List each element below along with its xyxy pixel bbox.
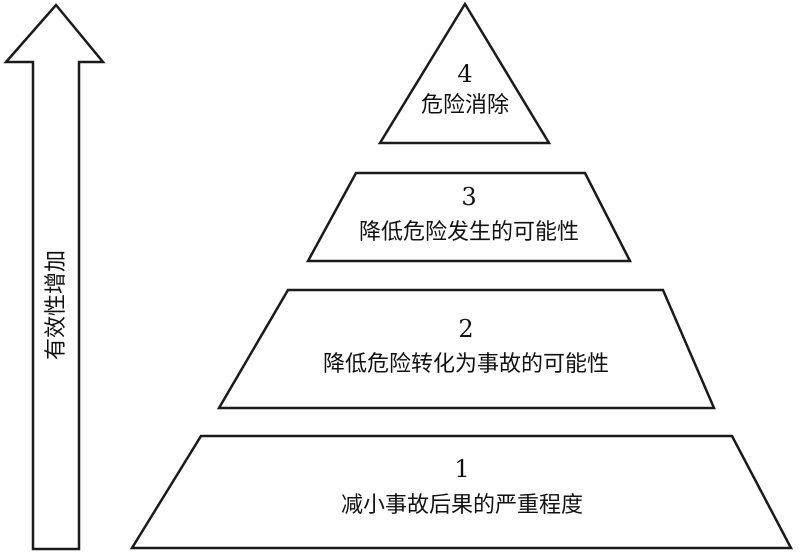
effectiveness-arrow: 有效性增加 bbox=[3, 3, 106, 551]
arrow-shape bbox=[3, 3, 106, 551]
tier-4-number: 4 bbox=[457, 60, 472, 88]
tier-2: 2 降低危险转化为事故的可能性 bbox=[216, 288, 716, 410]
tier-4-label: 危险消除 bbox=[421, 93, 509, 118]
tier-1-shape bbox=[129, 434, 794, 550]
arrow-label: 有效性增加 bbox=[44, 250, 69, 360]
tier-1-number: 1 bbox=[454, 455, 469, 483]
tier-1: 1 减小事故后果的严重程度 bbox=[129, 434, 794, 550]
tier-2-label: 降低危险转化为事故的可能性 bbox=[323, 352, 609, 377]
tier-3: 3 降低危险发生的可能性 bbox=[305, 171, 633, 263]
tier-4: 4 危险消除 bbox=[377, 1, 552, 145]
tier-2-number: 2 bbox=[458, 315, 473, 343]
tier-3-shape bbox=[305, 171, 633, 263]
tier-4-shape bbox=[377, 1, 552, 145]
tier-2-shape bbox=[216, 288, 716, 410]
tier-1-label: 减小事故后果的严重程度 bbox=[341, 493, 583, 518]
tier-3-label: 降低危险发生的可能性 bbox=[359, 220, 579, 245]
tier-3-number: 3 bbox=[461, 183, 476, 211]
